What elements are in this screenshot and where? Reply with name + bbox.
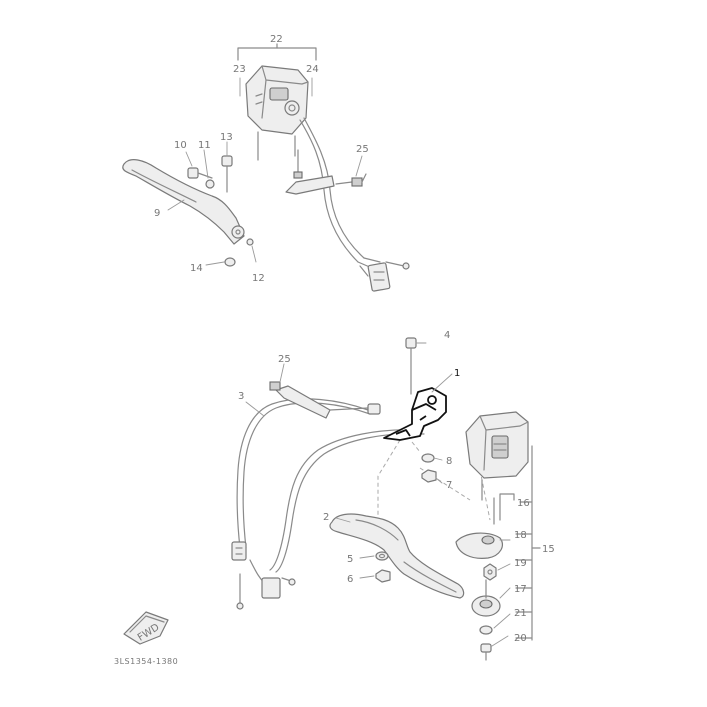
top-switch-housing: [245, 65, 309, 135]
callout-24: 24: [306, 64, 319, 75]
bottom-leaders: [245, 342, 511, 647]
callout-1: 1: [454, 368, 460, 379]
callout-13: 13: [220, 132, 233, 143]
callout-4: 4: [444, 330, 450, 341]
bottom-assembly: [231, 337, 541, 661]
callout-3: 3: [238, 391, 244, 402]
callout-8: 8: [446, 456, 452, 467]
callout-14: 14: [190, 263, 203, 274]
callout-12: 12: [252, 273, 265, 284]
callout-18: 18: [514, 530, 527, 541]
callout-11: 11: [198, 140, 211, 151]
callout-16: 16: [517, 498, 530, 509]
callout-2: 2: [323, 512, 329, 523]
callout-10: 10: [174, 140, 187, 151]
callout-6: 6: [347, 574, 353, 585]
callout-25-bottom: 25: [278, 354, 291, 365]
callout-19: 19: [514, 558, 527, 569]
callout-15: 15: [542, 544, 555, 555]
callout-labels: 22 23 24 25 10 11 13 9 14 12 4 1 25 3 8 …: [114, 34, 555, 666]
callout-22: 22: [270, 34, 283, 45]
callout-25-top: 25: [356, 144, 369, 155]
drawing-code: 3LS1354-1380: [114, 657, 178, 666]
callout-9: 9: [154, 208, 160, 219]
callout-17: 17: [514, 584, 527, 595]
right-switch-housing: [465, 411, 529, 479]
top-leaders: [167, 77, 363, 266]
callout-21: 21: [514, 608, 527, 619]
callout-7: 7: [446, 480, 452, 491]
callout-20: 20: [514, 633, 527, 644]
callout-5: 5: [347, 554, 353, 565]
top-assembly: [122, 43, 410, 292]
clutch-lever: [329, 513, 465, 599]
callout-23: 23: [233, 64, 246, 75]
fwd-direction-badge: FWD: [123, 611, 169, 645]
top-lever: [122, 159, 245, 245]
highlighted-lever-holder: [383, 387, 447, 441]
